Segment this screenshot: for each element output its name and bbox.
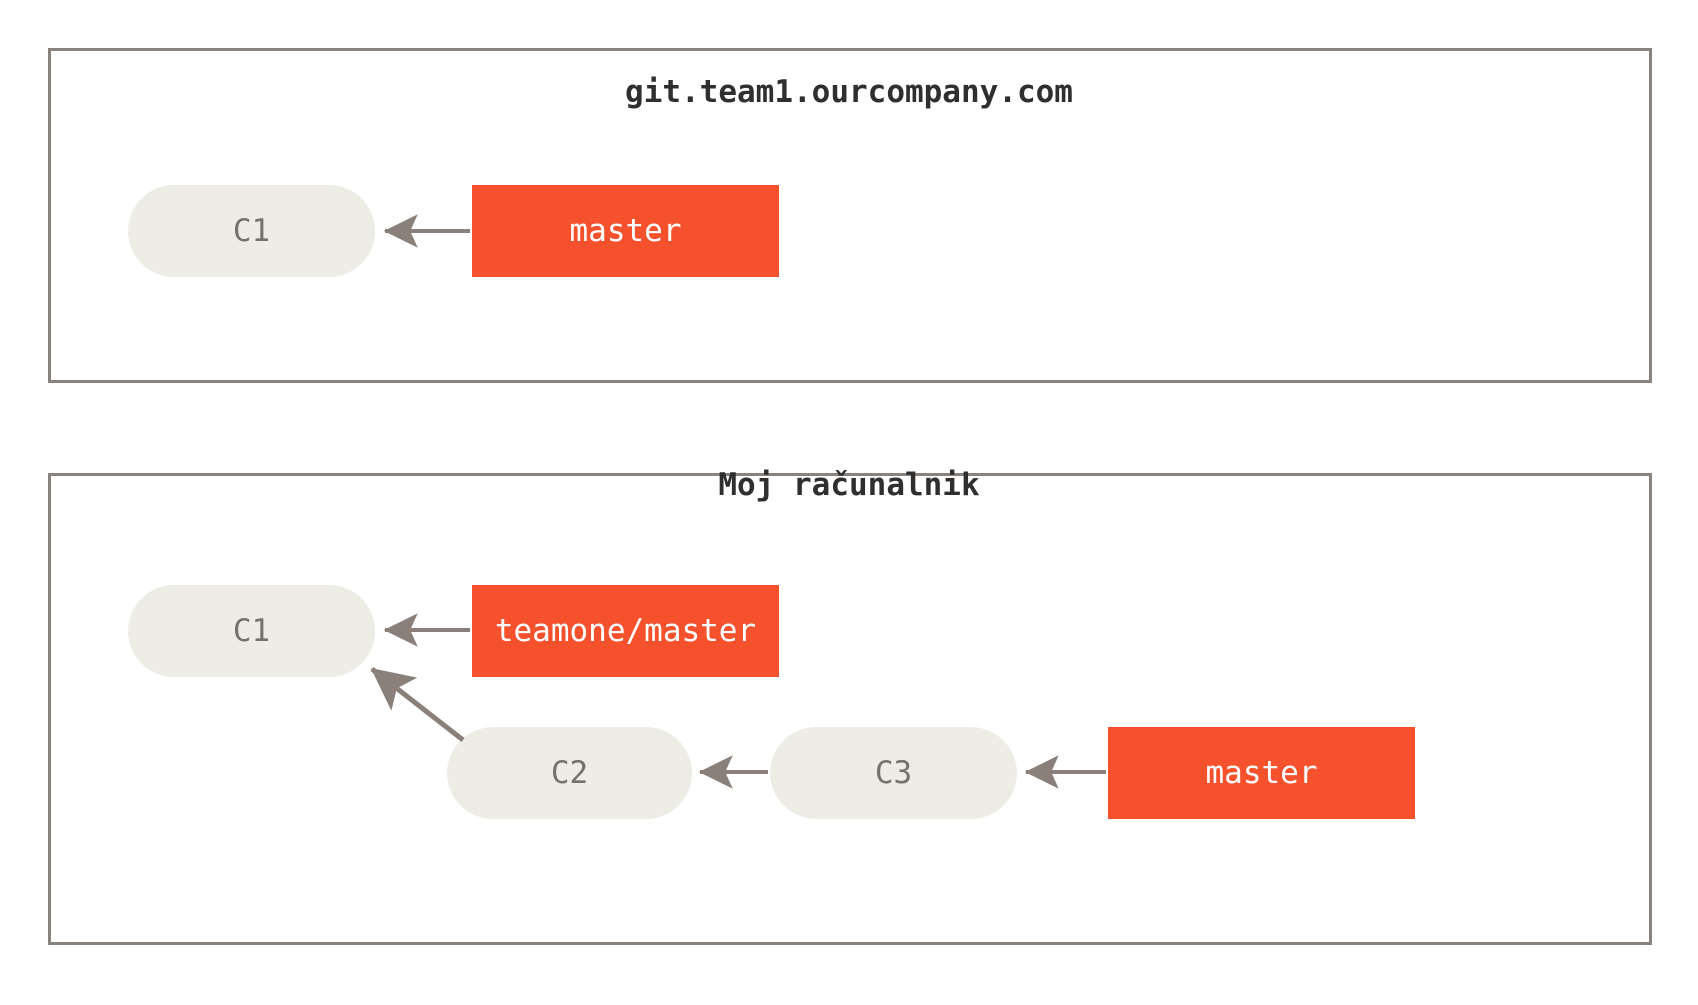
panel-local-title: Moj računalnik: [718, 467, 980, 503]
commit-label: C1: [232, 613, 271, 649]
branch-label-teamone-master: teamone/master: [472, 585, 779, 677]
panel-remote-title: git.team1.ourcompany.com: [625, 74, 1073, 110]
commit-node-c1-local: C1: [128, 585, 375, 677]
commit-node-c3-local: C3: [770, 727, 1017, 819]
commit-label: C1: [232, 213, 271, 249]
branch-label-text: master: [569, 213, 682, 249]
branch-label-master-remote: master: [472, 185, 779, 277]
branch-label-text: master: [1205, 755, 1318, 791]
commit-label: C2: [550, 755, 589, 791]
commit-label: C3: [874, 755, 913, 791]
branch-label-text: teamone/master: [494, 613, 757, 649]
panel-local-machine: [48, 473, 1652, 945]
commit-node-c2-local: C2: [447, 727, 692, 819]
commit-node-c1-remote: C1: [128, 185, 375, 277]
branch-label-master-local: master: [1108, 727, 1415, 819]
